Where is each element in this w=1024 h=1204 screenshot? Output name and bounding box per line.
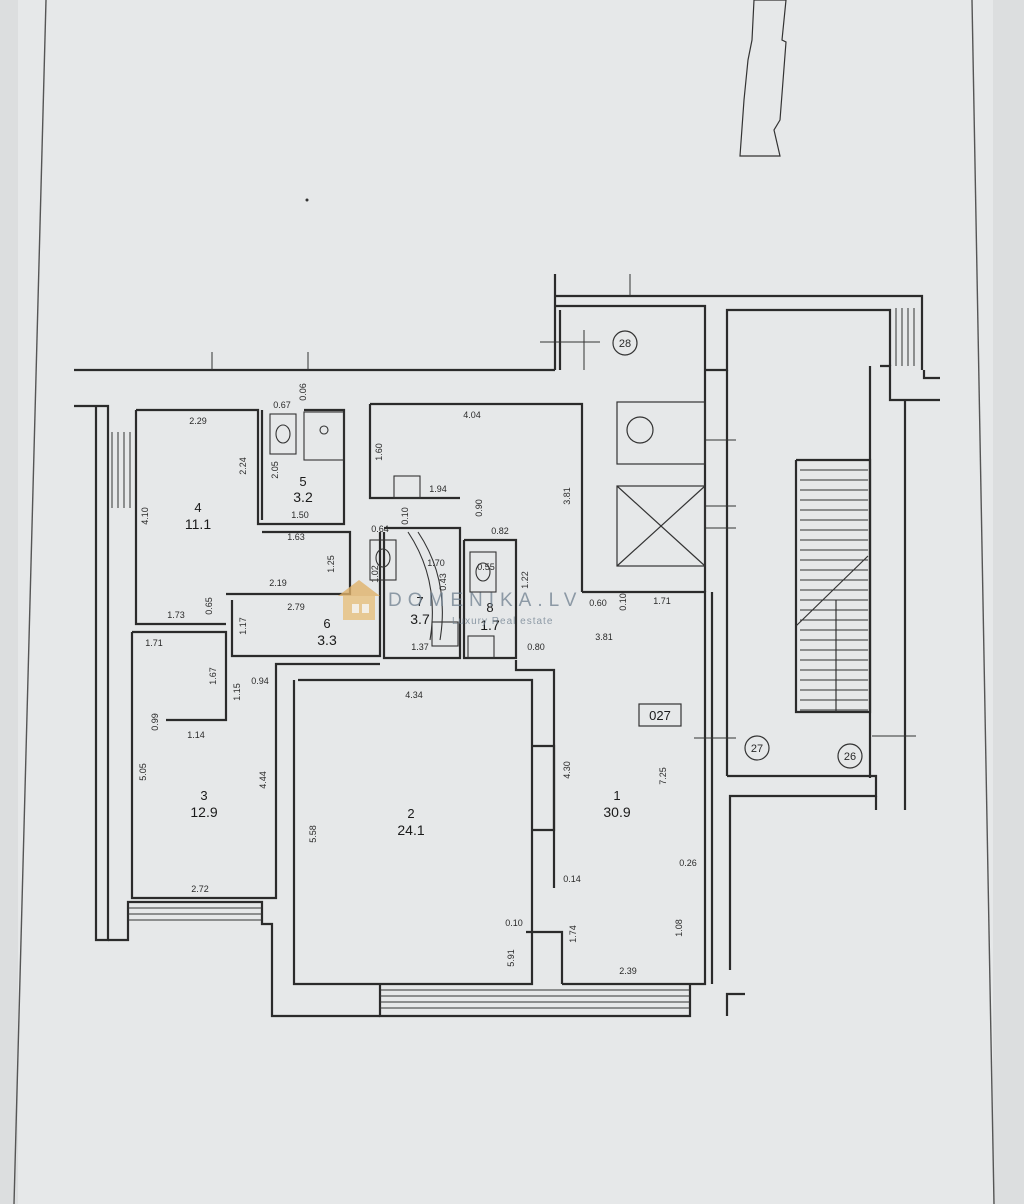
room-2-number: 2 [407,806,414,821]
dimension-labels: 2.29 2.24 4.10 1.73 0.65 0.67 0.06 2.05 … [138,383,697,976]
dim-label: 3.81 [562,487,572,505]
sheet-border-left [13,0,47,1204]
dim-label: 1.50 [291,510,309,520]
watermark-brand: DOMENIKA.LV [388,590,582,611]
dim-label: 0.43 [438,573,448,591]
dim-label: 2.39 [619,966,637,976]
room-5-number: 5 [299,474,306,489]
dim-label: 4.04 [463,410,481,420]
room-5-area: 3.2 [293,489,313,505]
dim-label: 1.37 [411,642,429,652]
dim-label: 1.71 [653,596,671,606]
dim-label: 1.15 [232,683,242,701]
room-1-area: 30.9 [603,804,630,820]
dim-label: 1.71 [145,638,163,648]
dim-label: 2.79 [287,602,305,612]
svg-text:27: 27 [751,743,763,755]
dim-label: 5.91 [506,949,516,967]
unit-label: 027 [638,703,682,727]
dim-label: 0.10 [505,918,523,928]
dim-label: 2.72 [191,884,209,894]
dim-label: 1.17 [238,617,248,635]
shaft-ticks [694,439,916,739]
dim-label: 5.05 [138,763,148,781]
dim-label: 4.34 [405,690,423,700]
room-3-number: 3 [200,788,207,803]
svg-text:28: 28 [619,338,631,350]
marker-26: 26 [837,743,863,769]
dim-label: 1.60 [374,443,384,461]
dim-label: 3.81 [595,632,613,642]
dim-label: 2.29 [189,416,207,426]
paper-sheet [18,0,993,1204]
dim-label: 4.10 [140,507,150,525]
dim-label: 2.24 [238,457,248,475]
dim-label: 0.10 [618,593,628,611]
svg-text:027: 027 [649,708,671,723]
dim-label: 2.19 [269,578,287,588]
dim-label: 7.25 [658,767,668,785]
elevator-shaft [616,485,706,567]
room-8-number: 8 [486,600,493,615]
dim-label: 0.80 [527,642,545,652]
watermark: DOMENIKA.LV Luxury Real estate [338,580,582,627]
dim-label: 4.30 [562,761,572,779]
dim-label: 1.74 [568,925,578,943]
room-7-number: 7 [416,594,423,609]
dim-label: 4.44 [258,771,268,789]
dim-label: 0.82 [491,526,509,536]
elevator-cross-b [616,485,706,567]
dim-label: 1.02 [370,565,380,583]
room-4-area: 11.1 [185,516,211,532]
marker-27: 27 [744,735,770,761]
dim-label: 0.99 [150,713,160,731]
room-4-number: 4 [194,500,201,515]
exterior-walls [74,274,940,1018]
dim-label: 0.06 [298,383,308,401]
dim-label: 1.08 [674,919,684,937]
dim-label: 0.94 [251,676,269,686]
shaft-circle [626,416,654,444]
dim-label: 1.94 [429,484,447,494]
dim-label: 1.22 [520,571,530,589]
dim-label: 1.73 [167,610,185,620]
svg-text:26: 26 [844,751,856,763]
dim-label: 1.70 [427,558,445,568]
dim-label: 0.67 [273,400,291,410]
dim-label: 0.10 [400,507,410,525]
neighbour-building-outline [739,0,787,157]
room-walls [130,370,729,986]
staircase [794,458,872,714]
room-6-number: 6 [323,616,330,631]
dim-label: 0.26 [679,858,697,868]
sheet-border-right [971,0,995,1204]
dim-label: 0.55 [477,562,495,572]
room-6-area: 3.3 [317,632,337,648]
watermark-tagline: Luxury Real estate [452,616,553,627]
room-7-area: 3.7 [410,611,430,627]
dim-label: 1.25 [326,555,336,573]
room-1-number: 1 [613,788,620,803]
window-hatches [111,274,915,1009]
sanitary-fixtures [269,411,497,659]
dim-label: 2.05 [270,461,280,479]
dim-label: 5.58 [308,825,318,843]
stray-dot [305,198,309,202]
dim-label: 1.63 [287,532,305,542]
house-icon [338,580,380,620]
marker-28: 28 [612,330,638,356]
dim-label: 0.90 [474,499,484,517]
dim-label: 0.60 [589,598,607,608]
room-2-area: 24.1 [397,822,424,838]
dim-label: 1.67 [208,667,218,685]
dim-label: 0.65 [204,597,214,615]
dim-label: 0.64 [371,524,389,534]
dim-label: 1.14 [187,730,205,740]
room-3-area: 12.9 [190,804,217,820]
ventilation-shaft [616,401,706,465]
room-8-area: 1.7 [480,617,500,633]
dim-label: 0.14 [563,874,581,884]
